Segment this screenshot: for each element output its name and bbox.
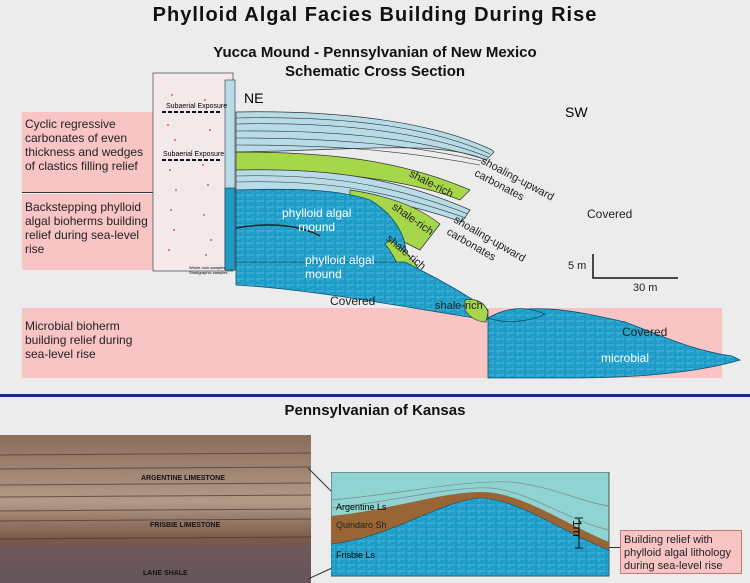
- shale-label-4: shale-rich: [435, 300, 483, 312]
- kansas-diagram: [331, 472, 610, 577]
- page-title: Phylloid Algal Facies Building During Ri…: [152, 4, 598, 26]
- subaerial-label-1: Subaerial Exposure: [166, 103, 228, 110]
- outcrop-photo: [0, 435, 311, 583]
- column-sample-dots: [167, 94, 212, 256]
- kansas-frisbie-label: Frisbie Ls: [336, 550, 376, 560]
- photo-label-frisbie: FRISBIE LIMESTONE: [150, 522, 221, 529]
- subaerial-label-2: Subaerial Exposure: [163, 151, 225, 158]
- covered-label-3: Covered: [622, 325, 668, 339]
- scale-bar: [592, 254, 678, 279]
- column-legend-1: Whole-rock samples: [189, 265, 226, 270]
- mound-label-2: phylloid algal mound: [305, 253, 374, 281]
- kansas-title: Pennsylvanian of Kansas: [284, 402, 466, 419]
- cross-section-diagram: [152, 72, 742, 379]
- mound-2a: phylloid algal: [305, 253, 375, 267]
- scale-vertical-label: 5 m: [568, 260, 587, 272]
- stratigraphic-column: [152, 72, 234, 272]
- mound-2b: mound: [305, 267, 342, 281]
- column-legend-2: Stratigraphic samples: [189, 270, 228, 275]
- kansas-argentine-label: Argentine Ls: [336, 502, 387, 512]
- label-divider: [22, 192, 154, 193]
- shale-rich-pod: [464, 299, 489, 323]
- photo-connector: [308, 468, 333, 580]
- microbial-inner-label: microbial: [601, 351, 650, 365]
- microbial-bioherm: [487, 308, 742, 379]
- microbial-cap: [487, 308, 546, 322]
- phylloid-mound-upper: [235, 188, 407, 263]
- covered-label-1: Covered: [587, 207, 633, 221]
- kansas-note-pointer: [609, 547, 620, 548]
- scale-horizontal-label: 30 m: [633, 282, 658, 294]
- frisbie-limestone: [331, 497, 610, 577]
- section-divider: [0, 394, 750, 397]
- kansas-scale-label: 1m: [570, 520, 584, 537]
- microbial-label: Microbial bioherm building relief during…: [25, 319, 133, 361]
- sw-label: SW: [565, 104, 588, 120]
- cyclic-label: Cyclic regressive carbonates of even thi…: [25, 117, 144, 173]
- mound-1a: phylloid algal: [282, 206, 352, 220]
- ne-label: NE: [244, 90, 264, 106]
- kansas-note-box: Building relief with phylloid algal lith…: [620, 530, 742, 574]
- kansas-quindaro-label: Quindaro Sh: [336, 520, 387, 530]
- section-subtitle-2: Schematic Cross Section: [284, 63, 466, 80]
- covered-label-2: Covered: [330, 294, 376, 308]
- mound-label-1: phylloid algal mound: [282, 206, 351, 234]
- phylloid-mound-lower: [235, 261, 489, 321]
- photo-label-argentine: ARGENTINE LIMESTONE: [141, 475, 225, 482]
- cyclic-label-box: [22, 112, 154, 192]
- section-subtitle: Yucca Mound - Pennsylvanian of New Mexic…: [213, 44, 537, 61]
- photo-label-lane: LANE SHALE: [143, 570, 188, 577]
- upper-shoaling-beds: [235, 111, 495, 161]
- mound-1b: mound: [298, 220, 336, 234]
- backstepping-label: Backstepping phylloid algal bioherms bui…: [25, 200, 148, 256]
- backstepping-label-box: [22, 194, 154, 270]
